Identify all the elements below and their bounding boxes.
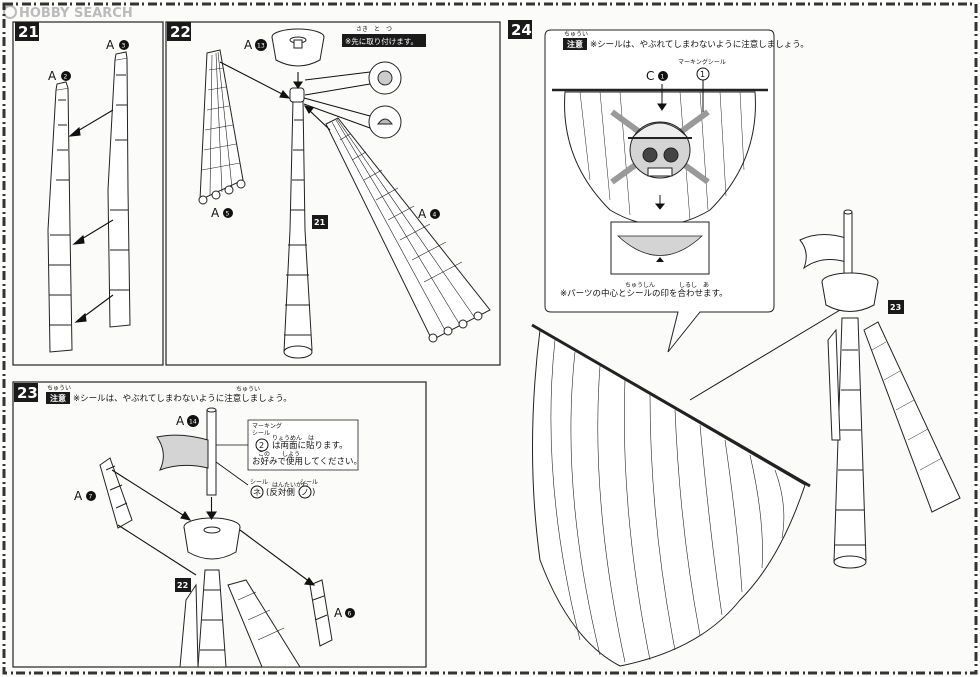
label-c1: C xyxy=(646,69,654,83)
svg-text:はんたいがわ: はんたいがわ xyxy=(272,481,308,489)
svg-text:注意: 注意 xyxy=(567,39,583,49)
step-21-badge: 21 xyxy=(15,22,39,41)
label-a13: A xyxy=(244,38,253,52)
svg-text:1: 1 xyxy=(700,70,705,79)
label-a14: A xyxy=(176,414,185,428)
callout-num-a5: 5 xyxy=(223,208,233,218)
svg-text:ネ: ネ xyxy=(253,488,261,497)
svg-text:14: 14 xyxy=(189,419,197,426)
ref-badge-23: 23 xyxy=(888,300,904,314)
svg-text:ちゅうい: ちゅうい xyxy=(236,386,260,393)
callout-num-a7: 7 xyxy=(86,491,96,501)
step-24-caution: 注意 ちゅうい ※シールは、やぶれてしまわないように注意しましょう。 xyxy=(563,31,809,50)
svg-text:マーキング: マーキング xyxy=(252,422,282,430)
sail-a4 xyxy=(325,117,491,341)
sail-with-jolly-roger xyxy=(552,88,768,226)
svg-text:22: 22 xyxy=(177,581,188,590)
panel-21 xyxy=(12,21,164,366)
svg-text:24: 24 xyxy=(511,21,532,39)
callout-num-a2: 2 xyxy=(61,71,71,81)
svg-text:お好みで使用してください。: お好みで使用してください。 xyxy=(252,456,362,467)
main-sail-large xyxy=(531,323,811,667)
bracket-a7 xyxy=(99,457,133,529)
hobby-search-logo: HOBBY SEARCH xyxy=(3,5,133,21)
mast-assembly-21 xyxy=(283,99,313,353)
svg-text:ちゅうい: ちゅうい xyxy=(47,385,71,392)
label-a5: A xyxy=(211,206,220,220)
svg-text:ちゅうしん しるし あ: ちゅうしん しるし あ xyxy=(625,282,709,289)
svg-text:ちゅうい: ちゅうい xyxy=(564,31,588,38)
label-a6: A xyxy=(334,606,343,620)
svg-text:23: 23 xyxy=(17,384,38,402)
callout-num-a3: 3 xyxy=(119,40,129,50)
svg-text:22: 22 xyxy=(170,23,191,41)
alignment-detail-box xyxy=(610,221,710,275)
label-a2: A xyxy=(48,69,57,83)
svg-text:注意: 注意 xyxy=(50,393,66,403)
svg-text:シール: シール xyxy=(252,430,270,437)
assembly-leader-line xyxy=(689,309,841,401)
svg-text:): ) xyxy=(312,488,315,498)
svg-text:5: 5 xyxy=(226,211,230,218)
marking-info-box: マーキング シール 2 は両面に貼ります。 りょうめん は お好みで使用してくだ… xyxy=(247,419,362,471)
flag-sticker xyxy=(156,434,209,471)
mast-a2 xyxy=(47,87,73,353)
step-23-caution: 注意 ちゅうい ※シールは、やぶれてしまわないように注意しましょう。 ちゅうい xyxy=(46,385,292,404)
svg-text:シール: シール xyxy=(250,479,268,486)
svg-text:7: 7 xyxy=(89,494,93,501)
mast-a3 xyxy=(107,57,131,328)
svg-text:※シールは、やぶれてしまわないように注意しましょう。: ※シールは、やぶれてしまわないように注意しましょう。 xyxy=(73,393,292,404)
svg-text:2: 2 xyxy=(64,74,68,81)
step-22-drawing xyxy=(198,28,491,359)
svg-text:この しよう: この しよう xyxy=(258,451,300,458)
svg-text:4: 4 xyxy=(433,212,437,219)
panel-frames xyxy=(12,21,501,668)
svg-text:21: 21 xyxy=(314,218,326,227)
ref-badge-21: 21 xyxy=(312,215,328,229)
svg-text:13: 13 xyxy=(257,43,265,50)
callout-num-c1: 1 xyxy=(658,71,668,81)
label-a3: A xyxy=(106,38,115,52)
step-23-drawing xyxy=(99,407,333,668)
step-24-bottom-note: ※パーツの中心とシールの印を合わせます。 ちゅうしん しるし あ xyxy=(560,282,728,299)
logo-text: HOBBY SEARCH xyxy=(19,6,133,21)
svg-text:2: 2 xyxy=(259,441,264,450)
svg-text:シール: シール xyxy=(300,479,318,486)
marking-num-1: 1 xyxy=(696,67,710,81)
svg-text:※シールは、やぶれてしまわないように注意しましょう。: ※シールは、やぶれてしまわないように注意しましょう。 xyxy=(590,39,809,50)
c1-pointer-arrows xyxy=(654,80,704,210)
svg-text:6: 6 xyxy=(348,611,352,618)
svg-text:りょうめん は: りょうめん は xyxy=(272,435,314,442)
svg-text:ノ: ノ xyxy=(301,488,309,497)
assembled-mast-right xyxy=(799,209,961,569)
label-a4: A xyxy=(418,207,427,221)
svg-text:3: 3 xyxy=(122,43,126,50)
panel-22 xyxy=(165,21,501,366)
svg-text:21: 21 xyxy=(18,23,39,41)
step-24-badge: 24 xyxy=(508,20,532,39)
svg-text:は両面に貼ります。: は両面に貼ります。 xyxy=(272,440,348,451)
ref-badge-22: 22 xyxy=(175,578,191,592)
svg-text:23: 23 xyxy=(890,303,901,312)
label-a7: A xyxy=(74,489,83,503)
callout-num-a14: 14 xyxy=(187,415,199,427)
step-23-badge: 23 xyxy=(14,383,38,402)
svg-text:さき と つ: さき と つ xyxy=(356,26,392,33)
callout-num-a6: 6 xyxy=(345,608,355,618)
svg-text:1: 1 xyxy=(661,74,665,81)
svg-text:※パーツの中心とシールの印を合わせます。: ※パーツの中心とシールの印を合わせます。 xyxy=(560,288,728,299)
step-21-drawing xyxy=(47,51,131,353)
marking-seal-label: マーキングシール xyxy=(678,58,726,66)
seal-info: シール シール ネ (反対側 はんたいがわ ノ ) xyxy=(250,479,318,499)
callout-num-a4: 4 xyxy=(430,209,440,219)
bracket-a6 xyxy=(309,579,333,647)
callout-num-a13: 13 xyxy=(255,39,267,51)
callout-first-attach: ※先に取り付けます。 さき と つ xyxy=(342,26,426,47)
svg-text:※先に取り付けます。: ※先に取り付けます。 xyxy=(345,36,418,46)
svg-text:(反対側: (反対側 xyxy=(266,487,295,498)
step-22-badge: 22 xyxy=(167,22,191,41)
